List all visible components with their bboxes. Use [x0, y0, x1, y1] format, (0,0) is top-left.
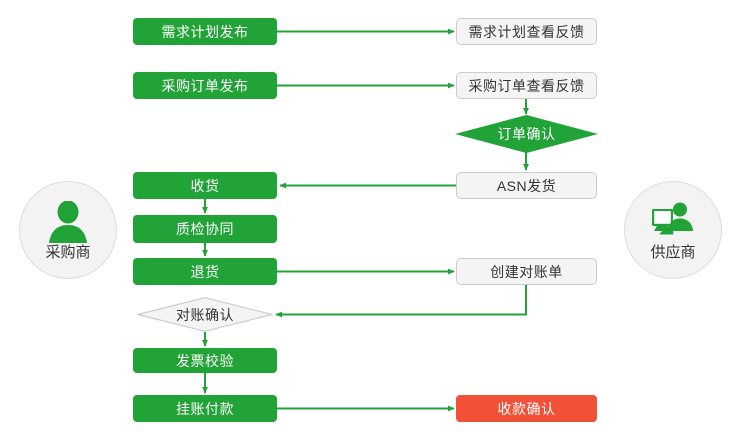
node-statement-confirm[interactable]: 对账确认 — [137, 297, 273, 332]
node-receive-goods[interactable]: 收货 — [133, 172, 277, 199]
diamond-shape-gray — [137, 297, 273, 332]
node-po-publish[interactable]: 采购订单发布 — [133, 72, 277, 99]
node-receipt-confirm[interactable]: 收款确认 — [456, 395, 597, 422]
actor-supplier[interactable]: 供应商 — [624, 181, 722, 279]
node-create-statement[interactable]: 创建对账单 — [456, 258, 597, 285]
node-asn-shipment[interactable]: ASN发货 — [456, 172, 597, 199]
person-icon — [49, 200, 87, 243]
node-order-confirm-label: 订单确认 — [497, 126, 556, 142]
node-quality-check[interactable]: 质检协同 — [133, 215, 277, 243]
node-demand-plan-feedback[interactable]: 需求计划查看反馈 — [456, 18, 597, 45]
diamond-shape-green — [455, 115, 598, 153]
actor-supplier-label: 供应商 — [650, 243, 696, 261]
edge-create-statement-to-statement-confirm — [275, 285, 527, 318]
actor-buyer-label: 采购商 — [45, 243, 91, 261]
node-statement-confirm-label: 对账确认 — [176, 306, 234, 323]
node-demand-plan-publish[interactable]: 需求计划发布 — [133, 18, 277, 45]
person-at-computer-icon — [652, 202, 693, 234]
node-payable-payment[interactable]: 挂账付款 — [133, 395, 277, 422]
node-order-confirm[interactable]: 订单确认 — [455, 115, 598, 153]
node-po-feedback[interactable]: 采购订单查看反馈 — [456, 72, 597, 99]
node-invoice-check[interactable]: 发票校验 — [133, 348, 277, 373]
node-return-goods[interactable]: 退货 — [133, 258, 277, 285]
actor-buyer[interactable]: 采购商 — [19, 181, 117, 279]
